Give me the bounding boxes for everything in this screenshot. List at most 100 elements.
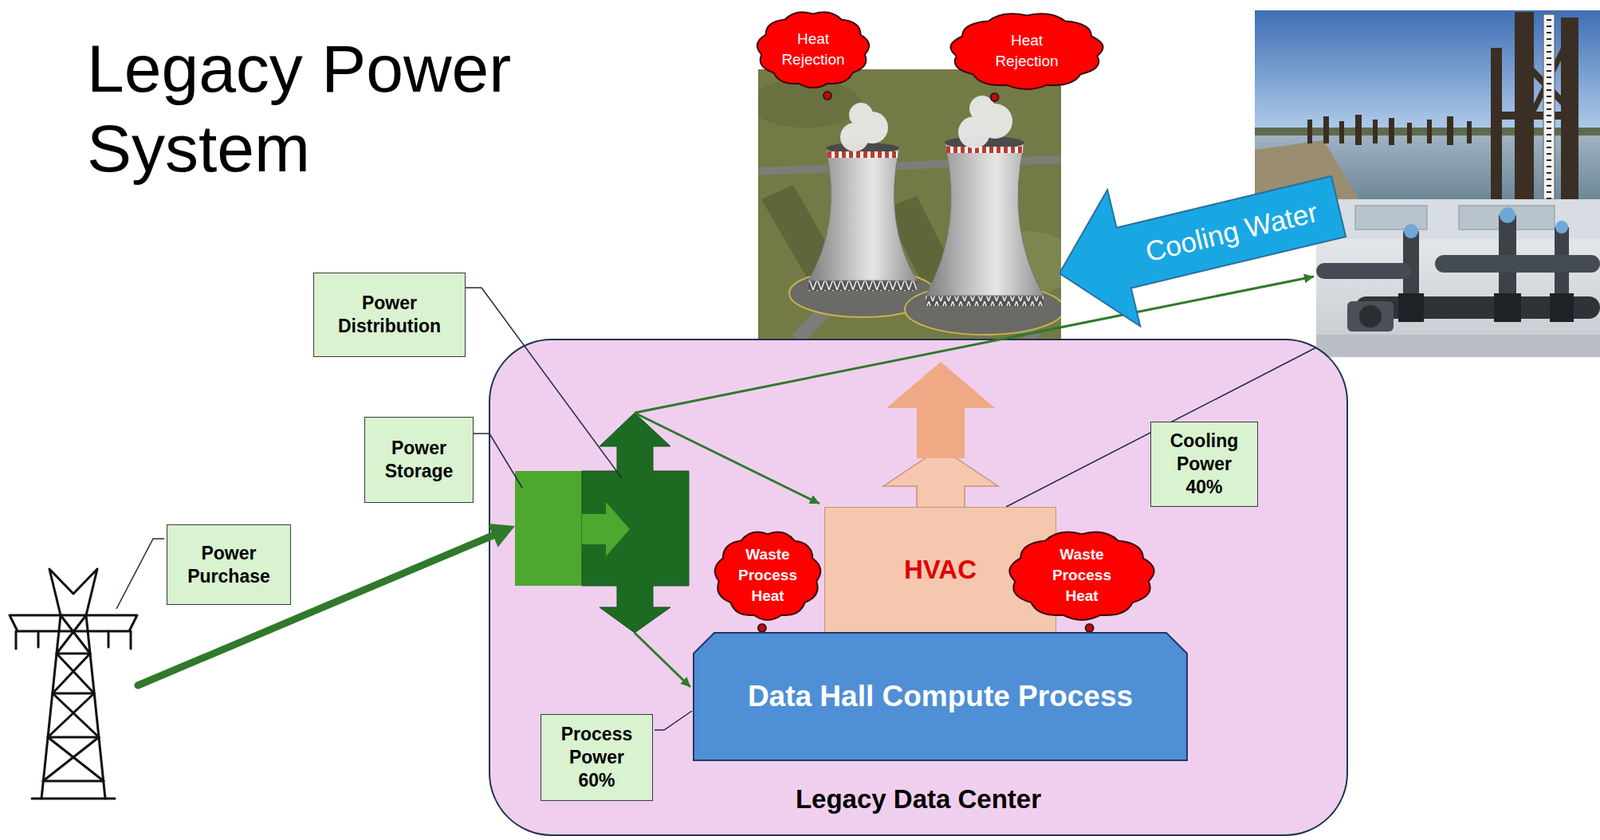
- pump-room-photo: [1555, 220, 1569, 234]
- pump-room-photo: [1316, 334, 1600, 358]
- waste-heat-cloud: Waste Process Heat: [1005, 527, 1159, 633]
- distant-pilings: [1372, 119, 1378, 144]
- transmission-tower-icon: [31, 798, 115, 801]
- piling-structure: [1514, 11, 1534, 200]
- arrow-outline: [1042, 137, 1355, 342]
- distant-pilings: [1407, 122, 1412, 144]
- cloud-outline: [715, 532, 822, 621]
- distant-pilings: [1446, 116, 1454, 146]
- node-label: Power Storage: [376, 436, 462, 484]
- cooling-tower-picture: [925, 142, 1044, 296]
- node-label: Power Distribution: [325, 291, 454, 339]
- node-label: Process Power 60%: [552, 723, 641, 793]
- distant-pilings: [1355, 114, 1362, 146]
- cooling-tower-picture: [946, 146, 1023, 154]
- piling-structure: [1490, 111, 1579, 120]
- pump-room-photo: [1316, 199, 1600, 358]
- transmission-tower-icon: [9, 615, 138, 632]
- river-photo: [1254, 10, 1600, 200]
- node-label: Heat Rejection: [774, 28, 852, 71]
- node-label: Data Hall Compute Process: [747, 680, 1133, 714]
- power-line: [634, 632, 691, 688]
- callout-box: Cooling Power 40%: [1150, 421, 1258, 508]
- pump-room-photo: [1499, 207, 1516, 224]
- heat-rejection-cloud: Heat Rejection: [753, 7, 873, 101]
- compute-process-box: Data Hall Compute Process: [693, 632, 1188, 761]
- piling-structure: [1490, 47, 1502, 200]
- node-label: Heat Rejection: [988, 30, 1066, 72]
- cooling-water-arrow: Cooling Water: [1042, 137, 1355, 342]
- callout-box: Power Purchase: [166, 524, 291, 606]
- piling-structure: [1560, 17, 1579, 200]
- pump-room-photo: [1355, 205, 1428, 230]
- cloud-tail: [758, 624, 767, 633]
- distant-pilings: [1339, 121, 1345, 144]
- cooling-tower-picture: [827, 151, 898, 158]
- river-photo: [1254, 10, 1600, 200]
- transmission-tower-icon: [15, 631, 131, 649]
- cloud-tail: [990, 93, 999, 102]
- steam: [849, 102, 873, 127]
- data-center-region: Legacy Data Center Cooling Power 40% HVAC W…: [489, 339, 1348, 836]
- cloud-outline: [1009, 532, 1154, 621]
- pump-room-photo: [1403, 224, 1419, 239]
- callout-box: Process Power 60%: [540, 714, 653, 802]
- piling-structure: [1490, 11, 1579, 200]
- callout-box: Power Distribution: [313, 272, 466, 358]
- leader-line: [116, 538, 165, 610]
- distant-pilings: [1427, 119, 1432, 144]
- distant-pilings: [1388, 117, 1395, 146]
- cooling-tower-picture: [827, 151, 898, 158]
- pump-room-photo: [1549, 293, 1574, 323]
- leader-line: [1006, 347, 1317, 508]
- power-line: [634, 412, 820, 504]
- heat-out-arrow: [886, 361, 995, 459]
- river-photo: [1543, 14, 1555, 200]
- cooling-tower-picture: [925, 294, 1044, 307]
- storage-feed-arrow: [581, 502, 630, 557]
- pump-room-photo: [1398, 293, 1424, 323]
- diagram-title: Legacy Power System: [86, 28, 566, 189]
- pump-room-photo: [1434, 255, 1600, 273]
- pump-room-photo: [1359, 305, 1382, 328]
- transmission-tower-icon: [49, 569, 98, 616]
- distant-pilings: [1466, 121, 1472, 144]
- node-label: HVAC: [904, 554, 977, 586]
- cooling-tower-picture: [925, 294, 1044, 307]
- heat-rejection-cloud: Heat Rejection: [946, 9, 1108, 103]
- cooling-tower-picture: [808, 148, 917, 281]
- cooling-tower-picture: [808, 279, 917, 291]
- pump-room-photo: [1316, 263, 1412, 280]
- leader-line: [472, 433, 523, 488]
- node-label: Power Purchase: [178, 542, 280, 589]
- cooling-tower-picture: [946, 146, 1023, 154]
- node-label: Legacy Data Center: [795, 784, 1042, 815]
- node-label: Cooling Power 40%: [1162, 429, 1247, 500]
- pump-room-photo: [1347, 301, 1394, 332]
- cloud-tail: [823, 91, 832, 100]
- power-storage-shape: [514, 471, 592, 586]
- cloud-tail: [1085, 624, 1094, 633]
- data-center-region-fill: [489, 339, 1348, 836]
- steam: [840, 95, 1013, 152]
- pump-room-photo: [1493, 293, 1522, 323]
- distant-pilings: [1307, 114, 1472, 146]
- callout-box: Power Storage: [364, 416, 474, 504]
- cloud-outline: [950, 13, 1103, 90]
- transmission-tower-icon: [9, 569, 138, 799]
- node-label: Waste Process Heat: [735, 544, 800, 607]
- distant-pilings: [1307, 119, 1313, 144]
- transmission-tower-icon: [41, 615, 106, 799]
- cloud-outline: [757, 11, 869, 88]
- leader-line: [464, 287, 622, 479]
- waste-heat-cloud: Waste Process Heat: [711, 527, 825, 633]
- power-line-head: [487, 523, 515, 547]
- transmission-tower-icon: [43, 615, 104, 782]
- cooling-tower-picture: [758, 69, 1062, 340]
- cooling-tower-picture: [808, 279, 917, 291]
- hall-outline: [693, 632, 1188, 761]
- pump-room-photo: [1316, 199, 1600, 358]
- leader-line: [654, 711, 692, 731]
- power-line: [634, 276, 1314, 413]
